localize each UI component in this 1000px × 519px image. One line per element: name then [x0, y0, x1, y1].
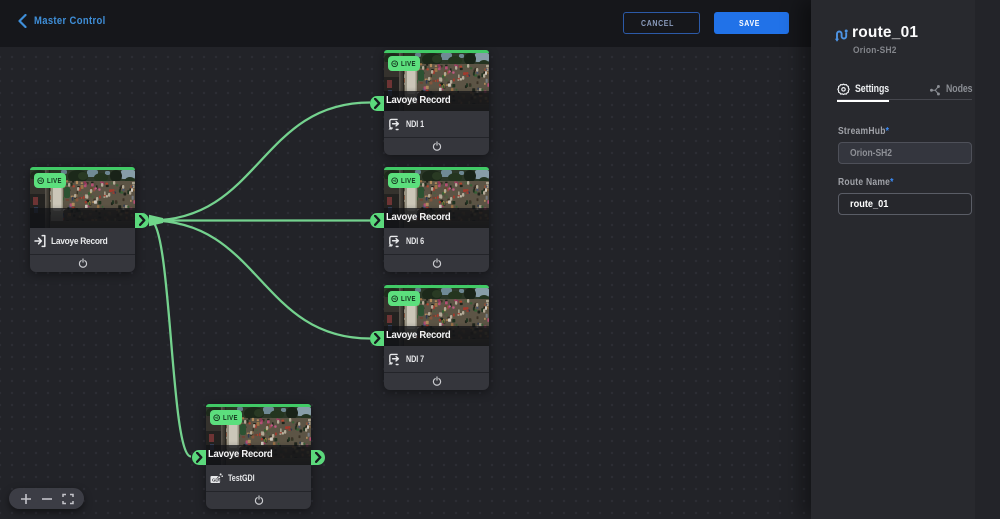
svg-text:GDI: GDI [212, 477, 220, 482]
